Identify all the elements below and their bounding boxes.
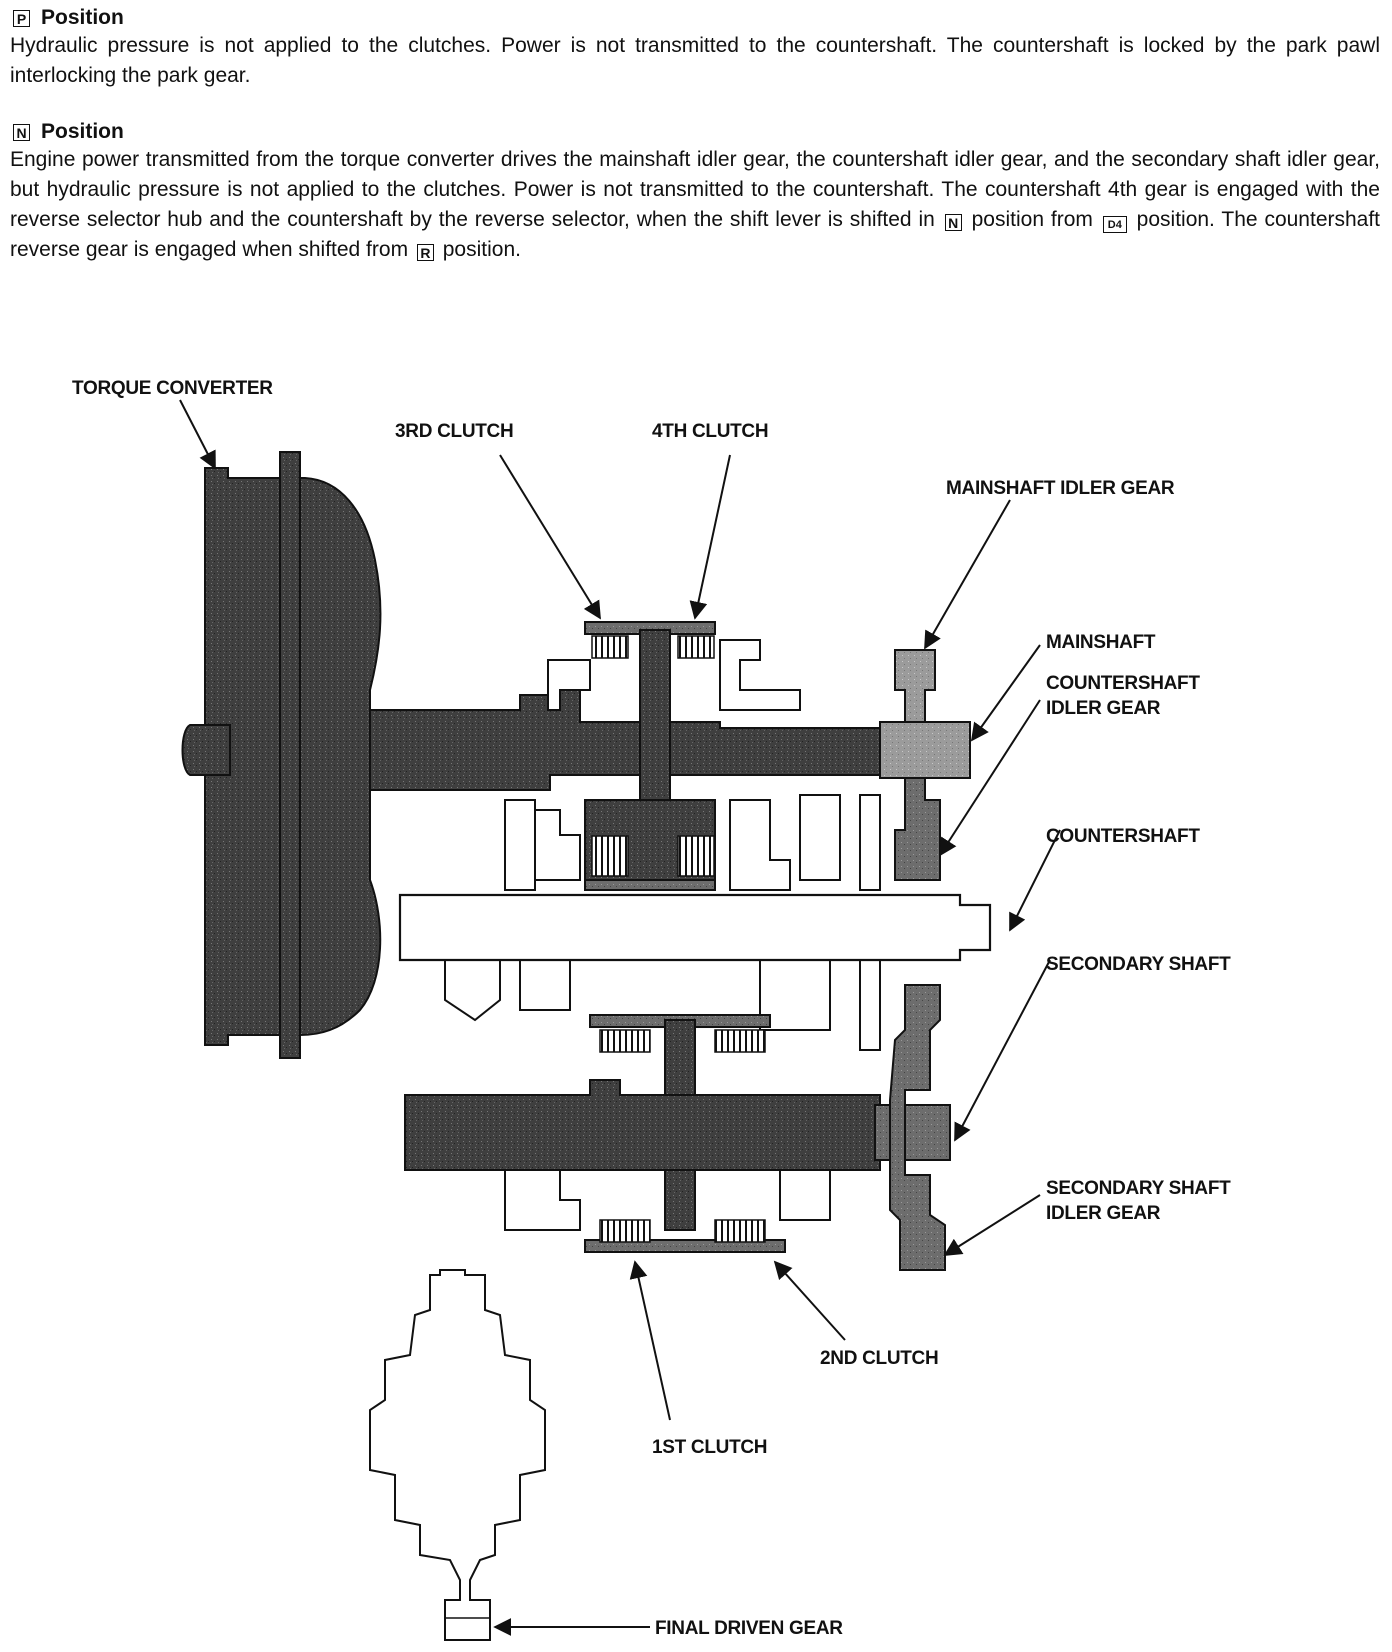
label-torque-converter: TORQUE CONVERTER: [72, 378, 273, 399]
n-key-box: N: [13, 123, 30, 141]
p-position-title: Position: [41, 6, 124, 29]
label-mainshaft-idler-gear: MAINSHAFT IDLER GEAR: [946, 478, 1175, 499]
clutch-1st-lower-plates: [599, 1219, 651, 1243]
clutch-lower-3rd-plates: [591, 835, 629, 877]
n-position-heading: N Position: [10, 119, 1380, 145]
countershaft: [398, 893, 992, 962]
arrow-1st-clutch: [629, 1260, 671, 1421]
secondary-shaft-rear-end: [874, 1104, 951, 1161]
countershaft-gear-e: [444, 959, 501, 1022]
arrow-torque-converter: [179, 399, 216, 470]
label-secondary-shaft-idler-gear-line2: IDLER GEAR: [1046, 1203, 1161, 1224]
secondary-shaft: [404, 1079, 951, 1171]
n-position-title: Position: [41, 120, 124, 143]
clutch-lower-4th-plates: [677, 835, 715, 877]
arrow-2nd-clutch: [773, 1260, 846, 1341]
clutch-1st-upper-plates: [599, 1029, 651, 1053]
countershaft-gear-h: [859, 959, 881, 1051]
final-driven-gear-outline: [369, 1269, 546, 1641]
clutch-2nd-lower-plates: [714, 1219, 766, 1243]
n-inline-key: N: [944, 214, 962, 231]
clutch-4th-piston: [719, 639, 801, 711]
n-text-part-2: position from: [971, 208, 1093, 231]
n-text-part-1: Engine power transmitted from the torque…: [10, 148, 1380, 231]
torque-converter-hub: [181, 724, 231, 776]
leader-arrows: [179, 399, 1061, 1636]
label-countershaft: COUNTERSHAFT: [1046, 826, 1200, 847]
label-3rd-clutch: 3RD CLUTCH: [395, 421, 513, 442]
label-countershaft-idler-gear-line1: COUNTERSHAFT: [1046, 673, 1200, 694]
countershaft-gear-f: [519, 959, 571, 1011]
arrow-3rd-clutch: [499, 454, 601, 620]
arrow-mainshaft-idler-gear: [924, 499, 1011, 650]
clutch-3rd-4th-lower-drum-edge: [584, 879, 716, 891]
arrow-countershaft: [1009, 829, 1061, 932]
label-countershaft-idler-gear-line2: IDLER GEAR: [1046, 698, 1161, 719]
p-position-text: Hydraulic pressure is not applied to the…: [10, 34, 1380, 87]
countershaft-body: [398, 893, 992, 962]
secondary-shaft-idler-gear-shape: [889, 984, 946, 1271]
arrow-countershaft-idler-gear: [939, 699, 1041, 857]
countershaft-gear-a: [504, 799, 536, 891]
clutch-2nd-upper-plates: [714, 1029, 766, 1053]
label-1st-clutch: 1ST CLUTCH: [652, 1437, 767, 1458]
arrow-mainshaft: [970, 644, 1041, 742]
clutch-3rd-4th-center-web: [639, 629, 671, 811]
label-secondary-shaft-idler-gear-line1: SECONDARY SHAFT: [1046, 1178, 1231, 1199]
clutch-2nd-piston: [779, 1169, 831, 1221]
label-2nd-clutch: 2ND CLUTCH: [820, 1348, 938, 1369]
mainshaft-rear-end: [879, 721, 971, 779]
clutch-3rd-piston: [547, 659, 591, 711]
d4-inline-key: D4: [1102, 216, 1127, 233]
final-driven-gear-body: [369, 1269, 546, 1641]
clutch-1st-piston: [504, 1169, 581, 1231]
clutch-3rd-plates: [591, 635, 629, 659]
arrow-secondary-shaft: [954, 959, 1051, 1142]
p-key-box: P: [13, 9, 30, 27]
r-inline-key: R: [416, 244, 434, 261]
torque-converter-impeller-plate: [279, 451, 301, 1059]
clutch-1st-2nd-lower-drum: [584, 1239, 786, 1253]
p-position-section: P Position Hydraulic pressure is not app…: [10, 5, 1380, 91]
countershaft-idler-gear-body: [894, 777, 941, 881]
p-position-heading: P Position: [10, 5, 1380, 31]
label-mainshaft: MAINSHAFT: [1046, 632, 1156, 653]
clutch-4th-plates: [677, 635, 715, 659]
label-final-driven-gear: FINAL DRIVEN GEAR: [655, 1618, 843, 1639]
torque-converter: [181, 451, 382, 1059]
countershaft-gear-d: [859, 794, 881, 891]
n-text-part-4: position.: [442, 238, 521, 261]
diagram-labels: TORQUE CONVERTER 3RD CLUTCH 4TH CLUTCH M…: [72, 378, 1231, 1639]
arrow-secondary-shaft-idler-gear: [943, 1194, 1041, 1256]
secondary-shaft-idler-gear-body: [889, 984, 946, 1271]
countershaft-gear-b: [729, 799, 791, 891]
n-text-part-3: position. The countershaft reverse gear …: [10, 208, 1381, 261]
idler-gears-upper: [894, 649, 941, 881]
countershaft-gear-c: [799, 794, 841, 881]
n-position-text: Engine power transmitted from the torque…: [10, 145, 1380, 265]
n-position-section: N Position Engine power transmitted from…: [10, 119, 1380, 265]
clutch-3rd-4th-assembly: [509, 621, 801, 891]
label-4th-clutch: 4TH CLUTCH: [652, 421, 768, 442]
arrow-4th-clutch: [689, 454, 731, 620]
mainshaft-idler-gear-body: [894, 649, 936, 723]
label-secondary-shaft: SECONDARY SHAFT: [1046, 954, 1231, 975]
